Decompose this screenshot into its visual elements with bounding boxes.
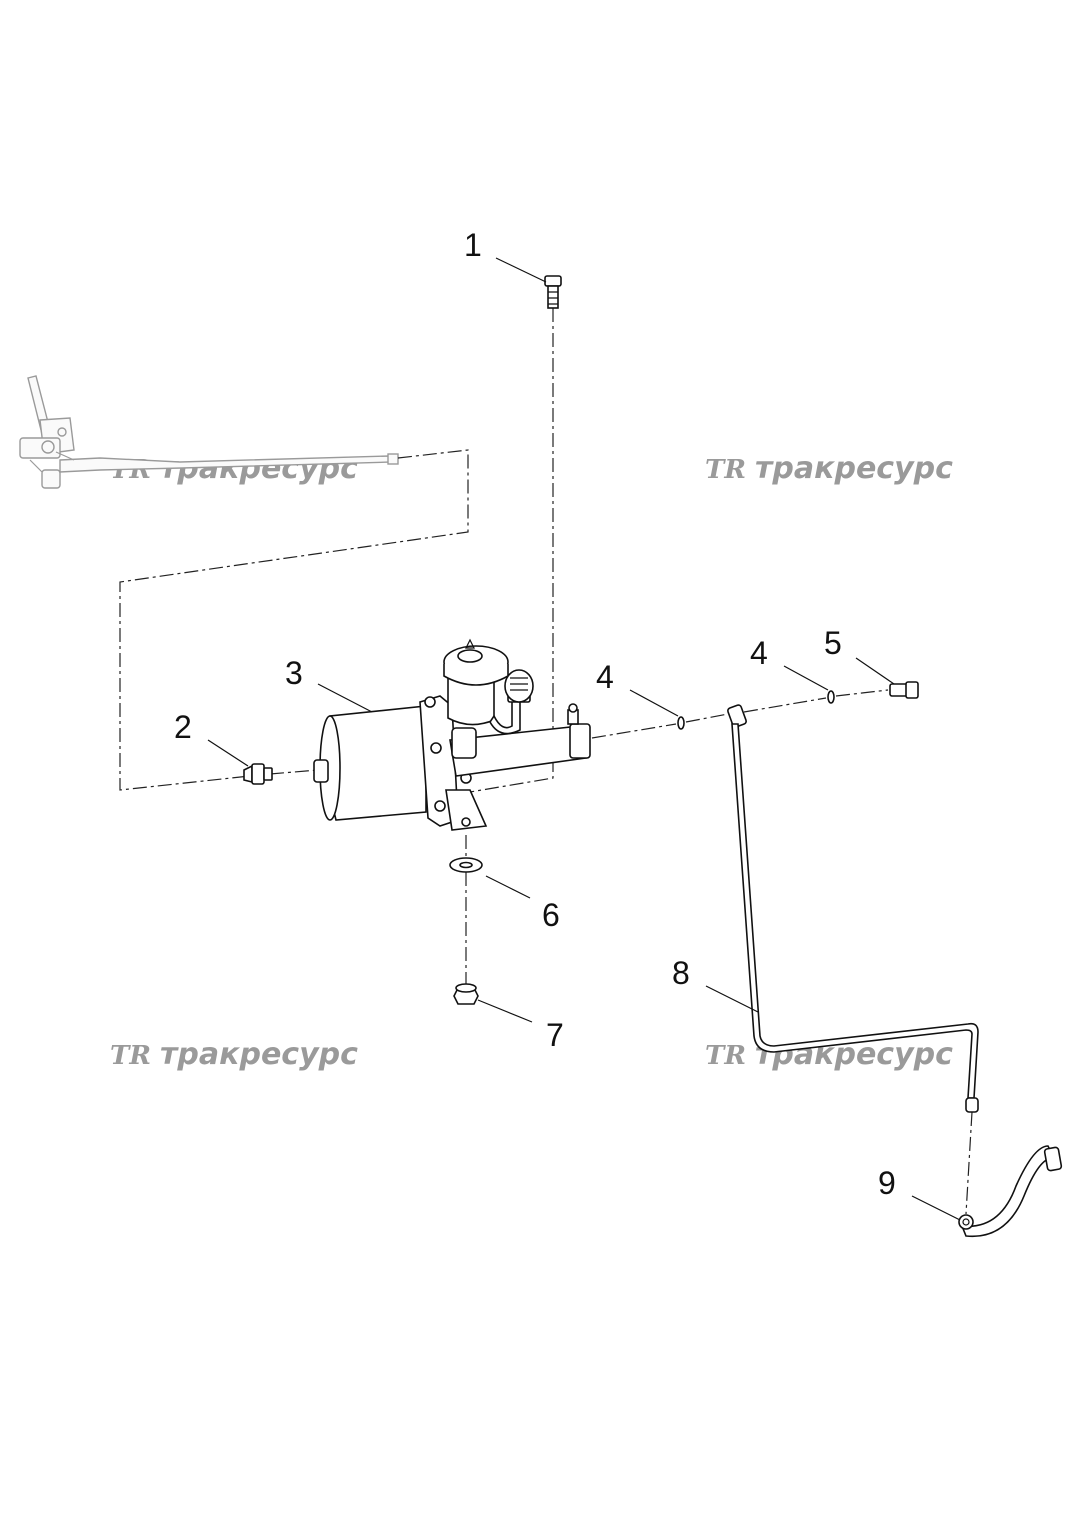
watermark-logo: TR — [705, 1041, 746, 1071]
leader-lines — [207, 257, 961, 1221]
clutch-booster — [313, 638, 591, 831]
callout-8: 8 — [672, 955, 690, 991]
bolt — [544, 275, 562, 309]
callout-1: 1 — [464, 227, 482, 263]
washer — [449, 857, 483, 873]
o-ring — [827, 690, 835, 704]
watermark-text: тракресурс — [755, 451, 953, 486]
callout-6: 6 — [542, 897, 560, 933]
callout-7: 7 — [546, 1017, 564, 1053]
watermark-text: тракресурс — [160, 451, 358, 486]
callout-3: 3 — [285, 655, 303, 691]
clutch-pedal-assembly — [19, 375, 399, 489]
callout-4: 4 — [750, 635, 768, 671]
assembly-lines — [119, 308, 973, 1215]
watermark-bottom-left: TR тракресурс — [110, 1037, 358, 1072]
o-ring — [677, 716, 685, 730]
fitting — [243, 763, 273, 785]
flexible-hose — [958, 1145, 1063, 1238]
watermark-text: тракресурс — [160, 1037, 358, 1072]
banjo-bolt — [889, 681, 919, 699]
watermark-top-right: TR тракресурс — [705, 451, 953, 486]
watermark-logo: TR — [705, 455, 746, 485]
callout-2: 2 — [174, 709, 192, 745]
callout-9: 9 — [878, 1165, 896, 1201]
rigid-pipe — [727, 704, 979, 1113]
callout-5: 5 — [824, 625, 842, 661]
watermark-logo: TR — [110, 1041, 151, 1071]
nut — [453, 983, 479, 1005]
callout-labels: 1 2 3 4 4 5 6 7 8 9 — [174, 227, 896, 1201]
callout-4: 4 — [596, 659, 614, 695]
